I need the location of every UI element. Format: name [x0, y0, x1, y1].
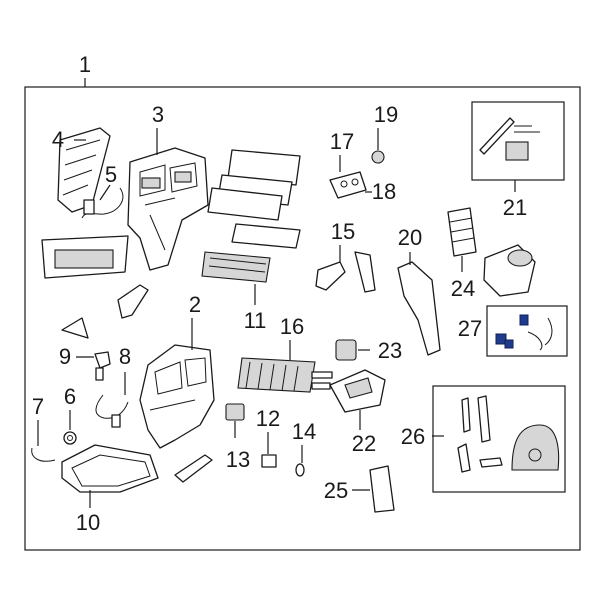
callout-21: 21 — [503, 195, 527, 220]
callout-25: 25 — [324, 478, 348, 503]
callout-18: 18 — [372, 179, 396, 204]
callout-27: 27 — [458, 316, 482, 341]
part-26-lever-kit — [457, 395, 560, 473]
callout-22: 22 — [352, 431, 376, 456]
part-27-harness — [495, 314, 553, 351]
part-22-blower — [329, 369, 386, 413]
part-7-hose — [31, 447, 56, 462]
part-21-kit — [479, 117, 540, 161]
callout-4: 4 — [52, 127, 64, 152]
part-13-actuator — [225, 403, 245, 421]
callout-14: 14 — [292, 419, 316, 444]
part-15-linkage — [315, 251, 376, 293]
callout-2: 2 — [189, 292, 201, 317]
bracket — [117, 284, 149, 319]
part-8-sensor — [95, 394, 129, 428]
callout-13: 13 — [226, 447, 250, 472]
callout-20: 20 — [398, 225, 422, 250]
callout-19: 19 — [374, 102, 398, 127]
box-21 — [471, 101, 565, 181]
callout-1: 1 — [79, 52, 91, 77]
part-16-heater-core — [237, 357, 333, 393]
part-12-connector — [261, 454, 277, 468]
callout-12: 12 — [256, 406, 280, 431]
callout-7: 7 — [32, 394, 44, 419]
filter-stack — [201, 149, 301, 283]
callout-9: 9 — [59, 344, 71, 369]
part-19-knob — [371, 150, 385, 164]
callout-6: 6 — [64, 384, 76, 409]
seal-triangle — [61, 317, 89, 339]
callout-11: 11 — [244, 308, 267, 333]
gasket — [174, 454, 213, 483]
box-26 — [432, 385, 566, 493]
callout-3: 3 — [152, 102, 164, 127]
callout-5: 5 — [105, 162, 117, 187]
part-9-clip — [94, 351, 111, 381]
part-23-motor — [335, 339, 357, 361]
callout-24: 24 — [451, 276, 475, 301]
part-6-grommet — [63, 431, 77, 445]
callout-23: 23 — [378, 338, 402, 363]
part-25-resistor — [369, 465, 395, 513]
part-5-harness — [81, 187, 124, 219]
callout-8: 8 — [119, 344, 131, 369]
part-17-plate — [329, 171, 367, 199]
part-20-duct — [397, 261, 441, 356]
callout-17: 17 — [330, 129, 354, 154]
box-27 — [486, 305, 568, 357]
callout-10: 10 — [76, 510, 100, 535]
callout-16: 16 — [280, 314, 304, 339]
part-3-upper-housing — [127, 147, 209, 271]
callout-26: 26 — [401, 424, 425, 449]
part-2-lower-housing — [139, 344, 215, 449]
blower-wheel — [483, 244, 536, 297]
lower-frame — [41, 235, 129, 279]
part-14-clip — [295, 463, 305, 477]
part-24-filter — [447, 207, 477, 257]
callout-15: 15 — [331, 219, 355, 244]
assembly-frame — [24, 86, 581, 551]
part-10-pan — [61, 444, 159, 493]
